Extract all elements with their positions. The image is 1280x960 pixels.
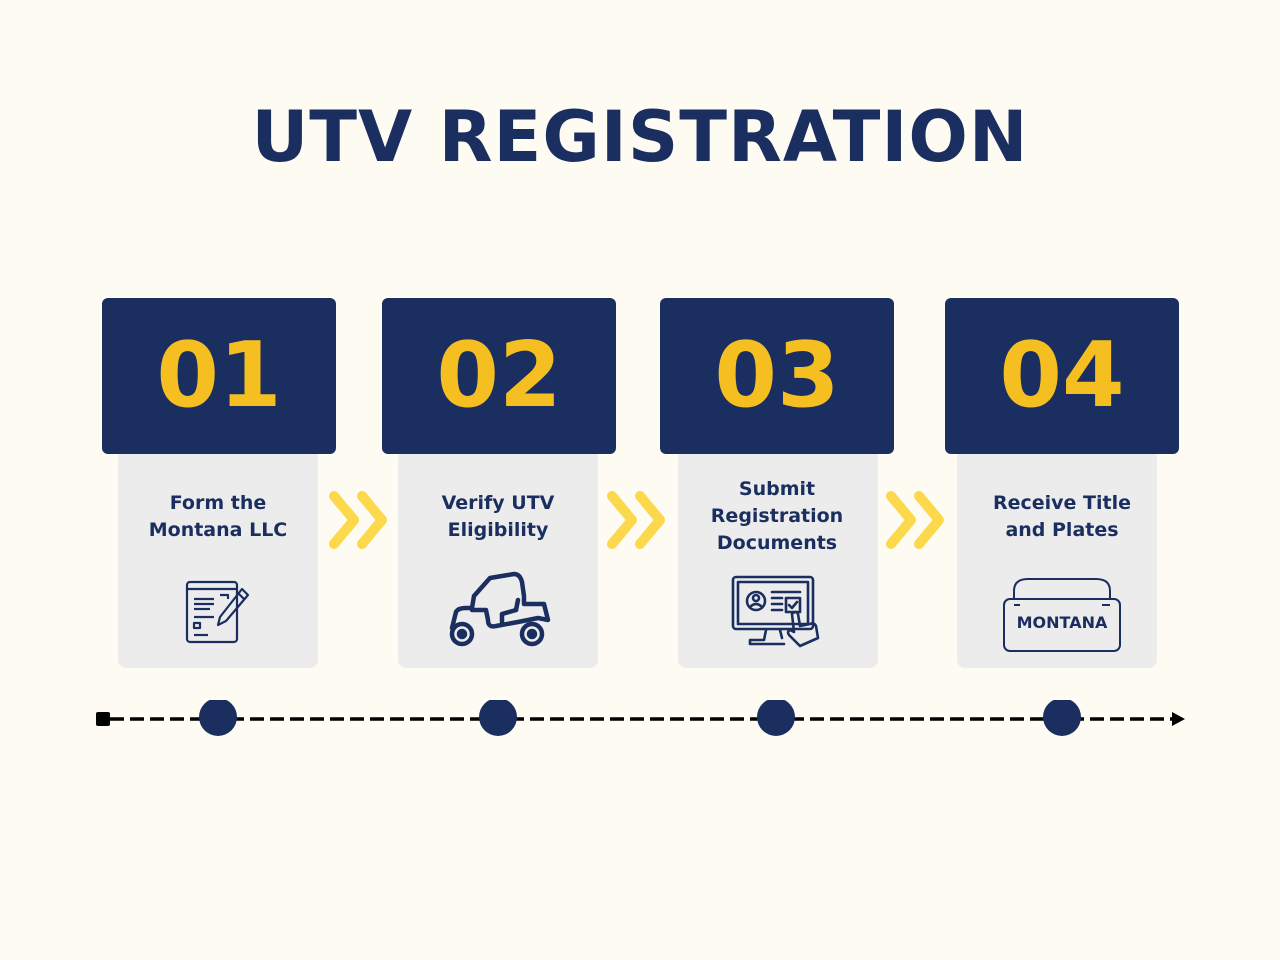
timeline-marker-1 (199, 700, 237, 736)
step-1-card (118, 450, 318, 668)
page-title: UTV REGISTRATION (251, 96, 1029, 178)
computer-form-icon (731, 575, 820, 648)
step-1-number: 01 (156, 323, 282, 428)
utv-vehicle-icon (449, 571, 551, 647)
step-3-number-box: 03 (660, 298, 894, 454)
chevron-double-right-icon (607, 491, 665, 549)
step-3-card (678, 450, 878, 668)
timeline-marker-2 (479, 700, 517, 736)
step-3-number: 03 (714, 323, 840, 428)
plate-text: MONTANA (1016, 613, 1108, 632)
license-plate-icon: MONTANA (1002, 577, 1122, 653)
document-edit-icon (185, 580, 250, 644)
step-1-number-box: 01 (102, 298, 336, 454)
step-2-card (398, 450, 598, 668)
chevron-double-right-icon (886, 491, 944, 549)
timeline-marker-4 (1043, 700, 1081, 736)
timeline-start-marker (96, 712, 110, 726)
chevron-double-right-icon (329, 491, 387, 549)
timeline-arrow-icon (1172, 712, 1185, 726)
step-4-card (957, 450, 1157, 668)
step-2-number: 02 (436, 323, 562, 428)
step-4-number: 04 (999, 323, 1125, 428)
timeline (96, 700, 1185, 736)
timeline-marker-3 (757, 700, 795, 736)
step-4-number-box: 04 (945, 298, 1179, 454)
step-2-number-box: 02 (382, 298, 616, 454)
